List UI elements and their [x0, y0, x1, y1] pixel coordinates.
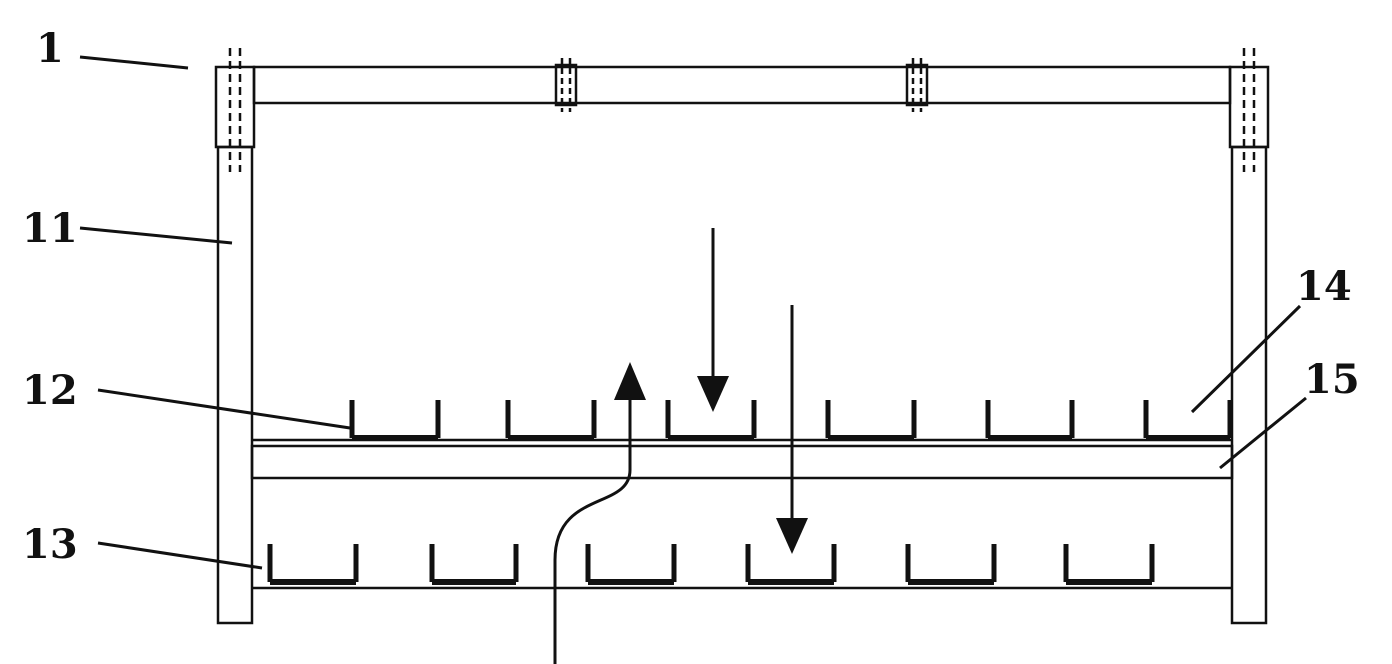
middle-plate — [250, 444, 1234, 480]
label-12: 12 — [22, 367, 78, 414]
top-coupling-right — [905, 63, 929, 107]
label-14: 14 — [1296, 263, 1352, 310]
top-coupling-left — [554, 63, 578, 107]
leader-line-14 — [1190, 304, 1302, 414]
frame — [214, 48, 1270, 625]
up-arrow-head — [614, 362, 646, 400]
flow-arrows — [553, 228, 808, 664]
label-1: 1 — [36, 25, 64, 72]
leader-line-15 — [1219, 396, 1307, 470]
upper-tray-teeth — [349, 400, 1233, 441]
label-15: 15 — [1304, 356, 1360, 403]
leader-line-11 — [79, 226, 233, 245]
lower-tray-teeth — [267, 544, 1155, 585]
post-right — [1230, 145, 1268, 625]
corner-block-right — [1228, 65, 1270, 149]
down-arrow-upper-head — [697, 376, 729, 412]
top-beam — [252, 65, 1232, 105]
post-left — [216, 145, 254, 625]
corner-block-left — [214, 65, 256, 149]
leader-line-13 — [97, 541, 263, 570]
leader-line-1 — [79, 55, 189, 70]
down-arrow-long-head — [776, 518, 808, 554]
leader-line-12 — [97, 388, 351, 430]
label-11: 11 — [22, 205, 78, 252]
leader-lines — [79, 55, 1307, 570]
up-arrow-curve — [553, 398, 632, 664]
label-13: 13 — [22, 521, 78, 568]
